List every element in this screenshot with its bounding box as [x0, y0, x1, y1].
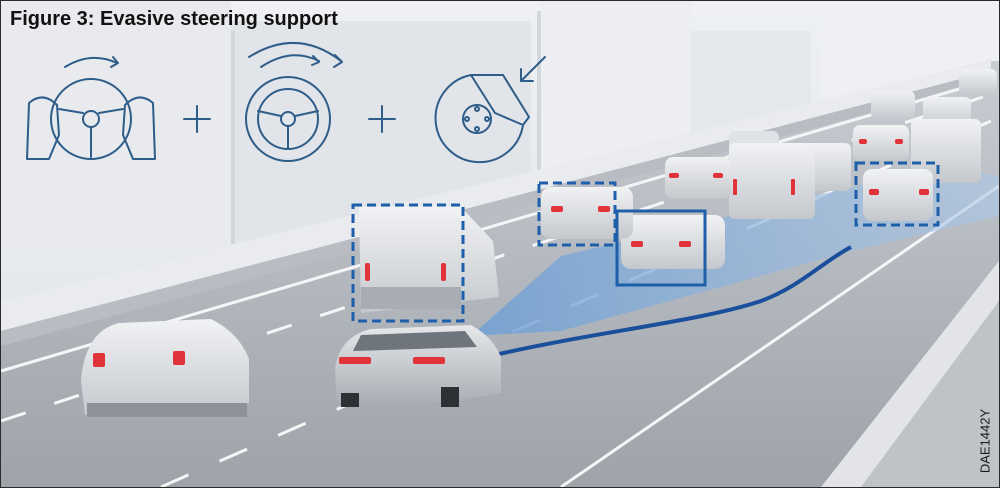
brake-disc-icon [434, 56, 546, 164]
detected-car-box [854, 161, 940, 227]
plus-icon [368, 105, 396, 133]
detected-car-box [537, 181, 617, 247]
figure-title: Figure 3: Evasive steering support [10, 8, 338, 30]
target-vehicle-box [615, 209, 707, 287]
image-code-text: DAE1442Y [977, 408, 993, 474]
plus-icon [183, 105, 211, 133]
hands-on-steering-wheel-icon [26, 56, 156, 160]
evasive-trajectory-line [498, 245, 852, 356]
ego-car [335, 325, 501, 407]
tail-lights [93, 139, 929, 367]
steering-wheel-rotation-icon [245, 41, 343, 162]
detected-van-box [351, 203, 465, 323]
traffic-cars [81, 69, 997, 417]
detection-boxes [351, 161, 940, 323]
